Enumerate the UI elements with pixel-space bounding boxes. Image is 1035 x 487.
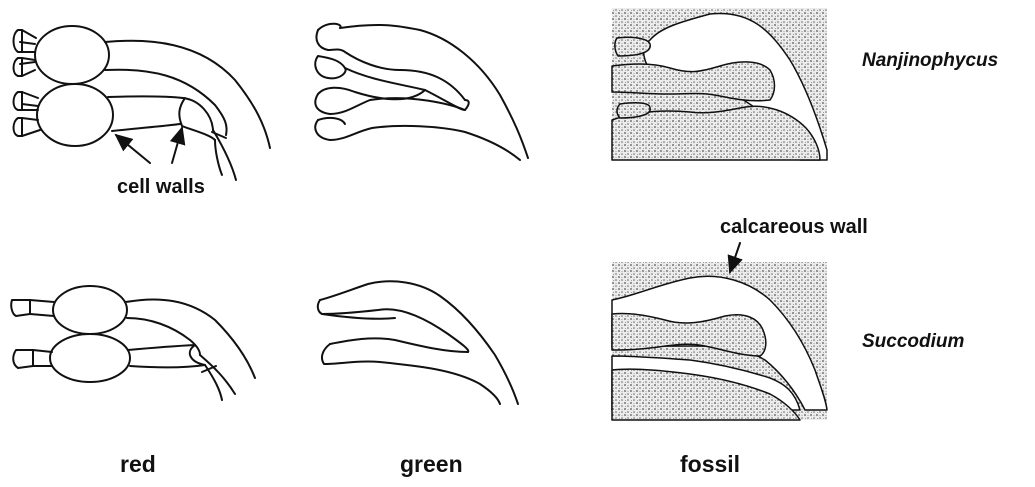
- column-label-green: green: [400, 451, 463, 478]
- green-algae-top-drawing: [315, 24, 528, 160]
- cell-walls-arrow-right: [172, 128, 182, 163]
- cell-walls-label: cell walls: [117, 176, 205, 199]
- red-algae-bottom-drawing: [11, 286, 255, 400]
- green-algae-bottom-drawing: [318, 281, 518, 404]
- calcareous-wall-label: calcareous wall: [720, 216, 868, 239]
- column-label-red: red: [120, 451, 156, 478]
- column-label-fossil: fossil: [680, 451, 740, 478]
- taxon-succodium-label: Succodium: [862, 331, 964, 353]
- cell-walls-arrow-left: [116, 135, 150, 163]
- taxon-nanjinophycus-label: Nanjinophycus: [862, 50, 998, 72]
